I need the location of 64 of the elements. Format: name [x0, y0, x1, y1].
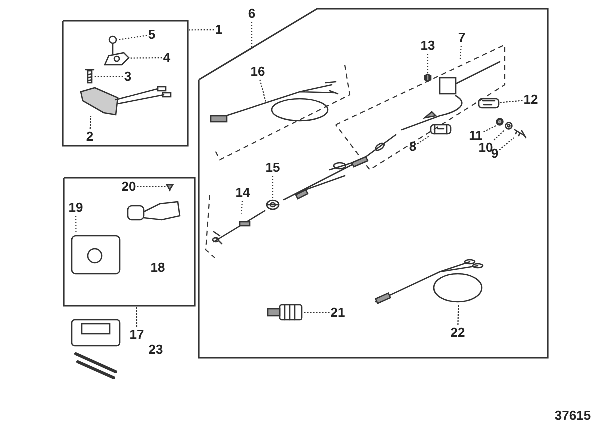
leader-line [484, 126, 496, 133]
sleeve-drawing [478, 98, 500, 110]
cable-drawing [265, 198, 281, 212]
callout-number: 19 [68, 201, 84, 215]
leader-line [130, 57, 162, 59]
leader-line [260, 80, 267, 103]
washer-drawing [505, 122, 513, 130]
callout-number: 3 [124, 70, 132, 84]
callout-number: 12 [524, 93, 538, 107]
callout-number: 22 [450, 326, 466, 340]
callout-number: 23 [148, 343, 164, 357]
callout-number: 14 [236, 186, 250, 200]
leader-line [241, 200, 244, 214]
parts-frame [63, 177, 196, 307]
fuse-drawing [430, 124, 452, 136]
callout-number: 16 [250, 65, 266, 79]
parts-frame [62, 20, 189, 147]
callout-number: 6 [248, 7, 256, 21]
callout-number: 13 [420, 39, 436, 53]
callout-number: 1 [215, 23, 223, 37]
leader-line [500, 100, 523, 104]
washer-drawing [496, 118, 504, 126]
leader-line [251, 22, 253, 48]
callout-number: 4 [163, 51, 171, 65]
leader-line [499, 138, 514, 151]
callout-number: 8 [409, 140, 417, 154]
callout-number: 21 [330, 306, 346, 320]
callout-number: 20 [122, 180, 136, 194]
wire-drawing [282, 133, 398, 201]
cable-drawing [374, 258, 484, 304]
panel-drawing [70, 234, 122, 276]
callout-number: 15 [266, 161, 280, 175]
callout-number: 10 [478, 141, 494, 155]
leader-line [460, 46, 462, 60]
leader-line [272, 176, 274, 198]
leader-line [427, 54, 429, 74]
leader-line [90, 116, 92, 130]
screw-drawing [108, 35, 118, 55]
callout-number: 18 [150, 261, 166, 275]
screw-drawing [166, 183, 174, 191]
leader-line [304, 312, 330, 314]
connector-drawing [80, 86, 172, 116]
sensor-drawing [266, 304, 304, 322]
callout-number: 2 [86, 130, 94, 144]
callout-number: 11 [469, 129, 483, 143]
leader-line [417, 136, 430, 144]
switch-drawing [438, 60, 502, 96]
nut-drawing [424, 74, 432, 82]
screw-drawing [514, 128, 526, 138]
screw-drawing [86, 68, 94, 84]
leader-line [118, 35, 148, 41]
leader-line [136, 307, 138, 327]
callout-number: 7 [458, 31, 466, 45]
leader-line [458, 304, 460, 326]
leader-line [137, 186, 166, 188]
leader-line [189, 29, 214, 31]
callout-number: 5 [148, 28, 156, 42]
figure-number: 37615 [554, 409, 592, 423]
panel-frame [198, 8, 549, 359]
callout-number: 17 [130, 328, 144, 342]
leader-line [76, 216, 77, 234]
leader-line [94, 76, 124, 78]
clamp-drawing [104, 52, 130, 66]
leader-line [494, 130, 506, 141]
